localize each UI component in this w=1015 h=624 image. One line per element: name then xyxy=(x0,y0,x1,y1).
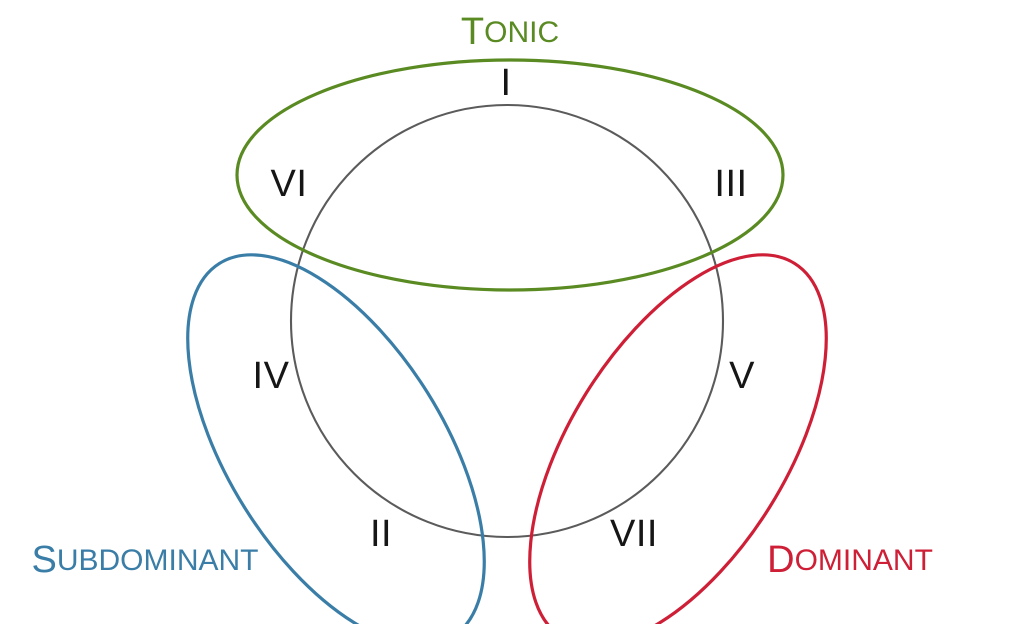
numeral-vii: VII xyxy=(610,513,658,555)
numeral-iii: III xyxy=(714,163,747,205)
center-circle xyxy=(289,103,725,539)
tonic-label-initial: T xyxy=(461,11,484,53)
subdominant-label-rest: UBDOMINANT xyxy=(57,544,259,577)
dominant-ellipse[interactable] xyxy=(470,206,886,624)
subdominant-label-initial: S xyxy=(31,539,56,581)
tonic-label: TONIC xyxy=(461,11,559,53)
subdominant-label: SUBDOMINANT xyxy=(31,539,258,581)
numeral-iv: IV xyxy=(253,355,290,397)
tonic-ellipse[interactable] xyxy=(235,58,785,292)
dominant-label: DOMINANT xyxy=(767,539,933,581)
numeral-i: I xyxy=(500,62,511,104)
dominant-label-rest: OMINANT xyxy=(795,544,933,577)
tonic-label-rest: ONIC xyxy=(484,16,559,49)
numeral-v: V xyxy=(729,355,755,397)
dominant-label-initial: D xyxy=(767,539,794,581)
subdominant-ellipse[interactable] xyxy=(128,206,544,624)
numeral-vi: VI xyxy=(271,163,308,205)
numeral-ii: II xyxy=(370,513,392,555)
